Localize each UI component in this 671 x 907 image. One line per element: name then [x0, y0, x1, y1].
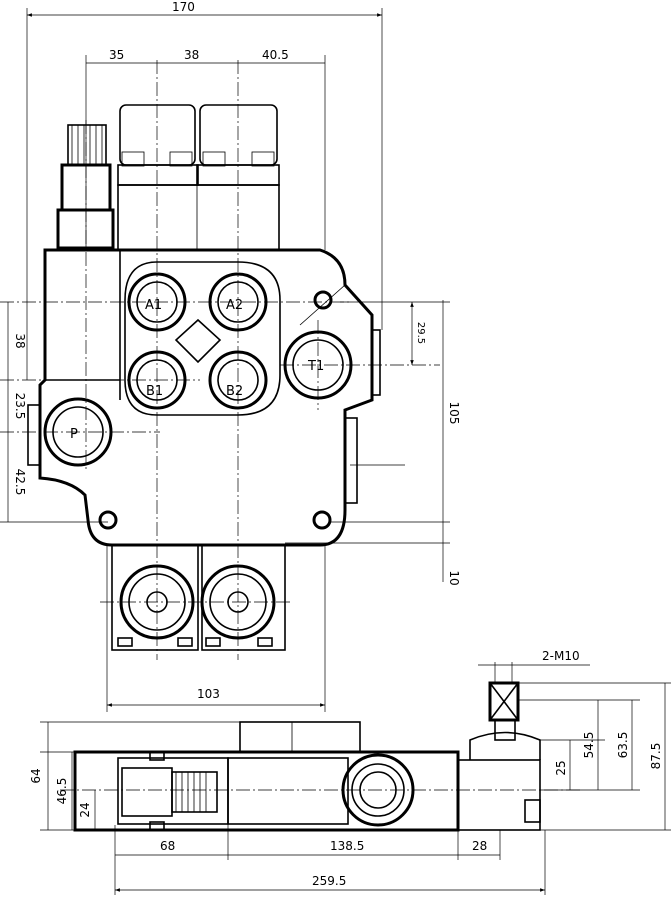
port-label: T1: [307, 359, 324, 374]
dim-thread: 2-M10: [478, 649, 590, 683]
dim-label: 35: [109, 48, 124, 62]
dim-label: 2-M10: [542, 649, 580, 663]
spool-ends: [111, 544, 286, 651]
dim-label: 54.5: [582, 732, 596, 759]
lever-knob: [488, 681, 520, 722]
dim-label: 87.5: [649, 743, 663, 770]
port-label: A1: [145, 298, 162, 313]
top-view: 170 35 38 40.5: [0, 0, 461, 712]
dim-label: 40.5: [262, 48, 289, 62]
valve-body: [38, 248, 374, 547]
side-view: 2-M10 64 46.5 24 68 138.5 28 259.5: [29, 649, 671, 895]
dim-label: 103: [197, 687, 220, 701]
dim-label: 105: [447, 402, 461, 425]
dim-right-stack: 29.5 105 10: [285, 300, 461, 586]
dim-label: 24: [78, 802, 92, 817]
dim-label: 46.5: [55, 778, 69, 805]
dim-label: 68: [160, 839, 175, 853]
relief-valve: [56, 124, 115, 250]
dim-label: 63.5: [616, 732, 630, 759]
dim-overall-width: 170: [26, 0, 383, 380]
dim-port-spacing: 35 38 40.5: [85, 48, 326, 250]
dim-label: 170: [172, 0, 195, 14]
dim-label: 38: [184, 48, 199, 62]
dim-label: 42.5: [13, 469, 27, 496]
mount-hole: [98, 510, 118, 530]
solenoid-caps: [117, 104, 280, 251]
dim-label: 38: [13, 333, 27, 348]
dim-label: 138.5: [330, 839, 364, 853]
port-label: P: [70, 427, 78, 442]
dim-label: 259.5: [312, 874, 346, 888]
dim-label: 28: [472, 839, 487, 853]
dim-label: 25: [554, 760, 568, 775]
dim-lever-heights: 87.5 63.5 54.5 25: [518, 682, 671, 831]
dim-side-lengths: 68 138.5 28 259.5: [114, 825, 546, 895]
port-label: B1: [146, 384, 163, 399]
dim-side-heights: 64 46.5 24: [29, 721, 240, 831]
mount-hole: [312, 510, 332, 530]
port-label: B2: [226, 384, 243, 399]
port-label: A2: [226, 298, 243, 313]
dim-label: 23.5: [13, 393, 27, 420]
center-lines: [0, 60, 440, 660]
dim-label: 10: [447, 570, 461, 585]
mount-hole: [313, 290, 333, 310]
dim-label: 64: [29, 768, 43, 783]
dim-left-stack: 38 23.5 42.5: [0, 302, 108, 523]
dim-spool-width: 103: [106, 545, 326, 712]
dim-label: 29.5: [415, 322, 426, 344]
